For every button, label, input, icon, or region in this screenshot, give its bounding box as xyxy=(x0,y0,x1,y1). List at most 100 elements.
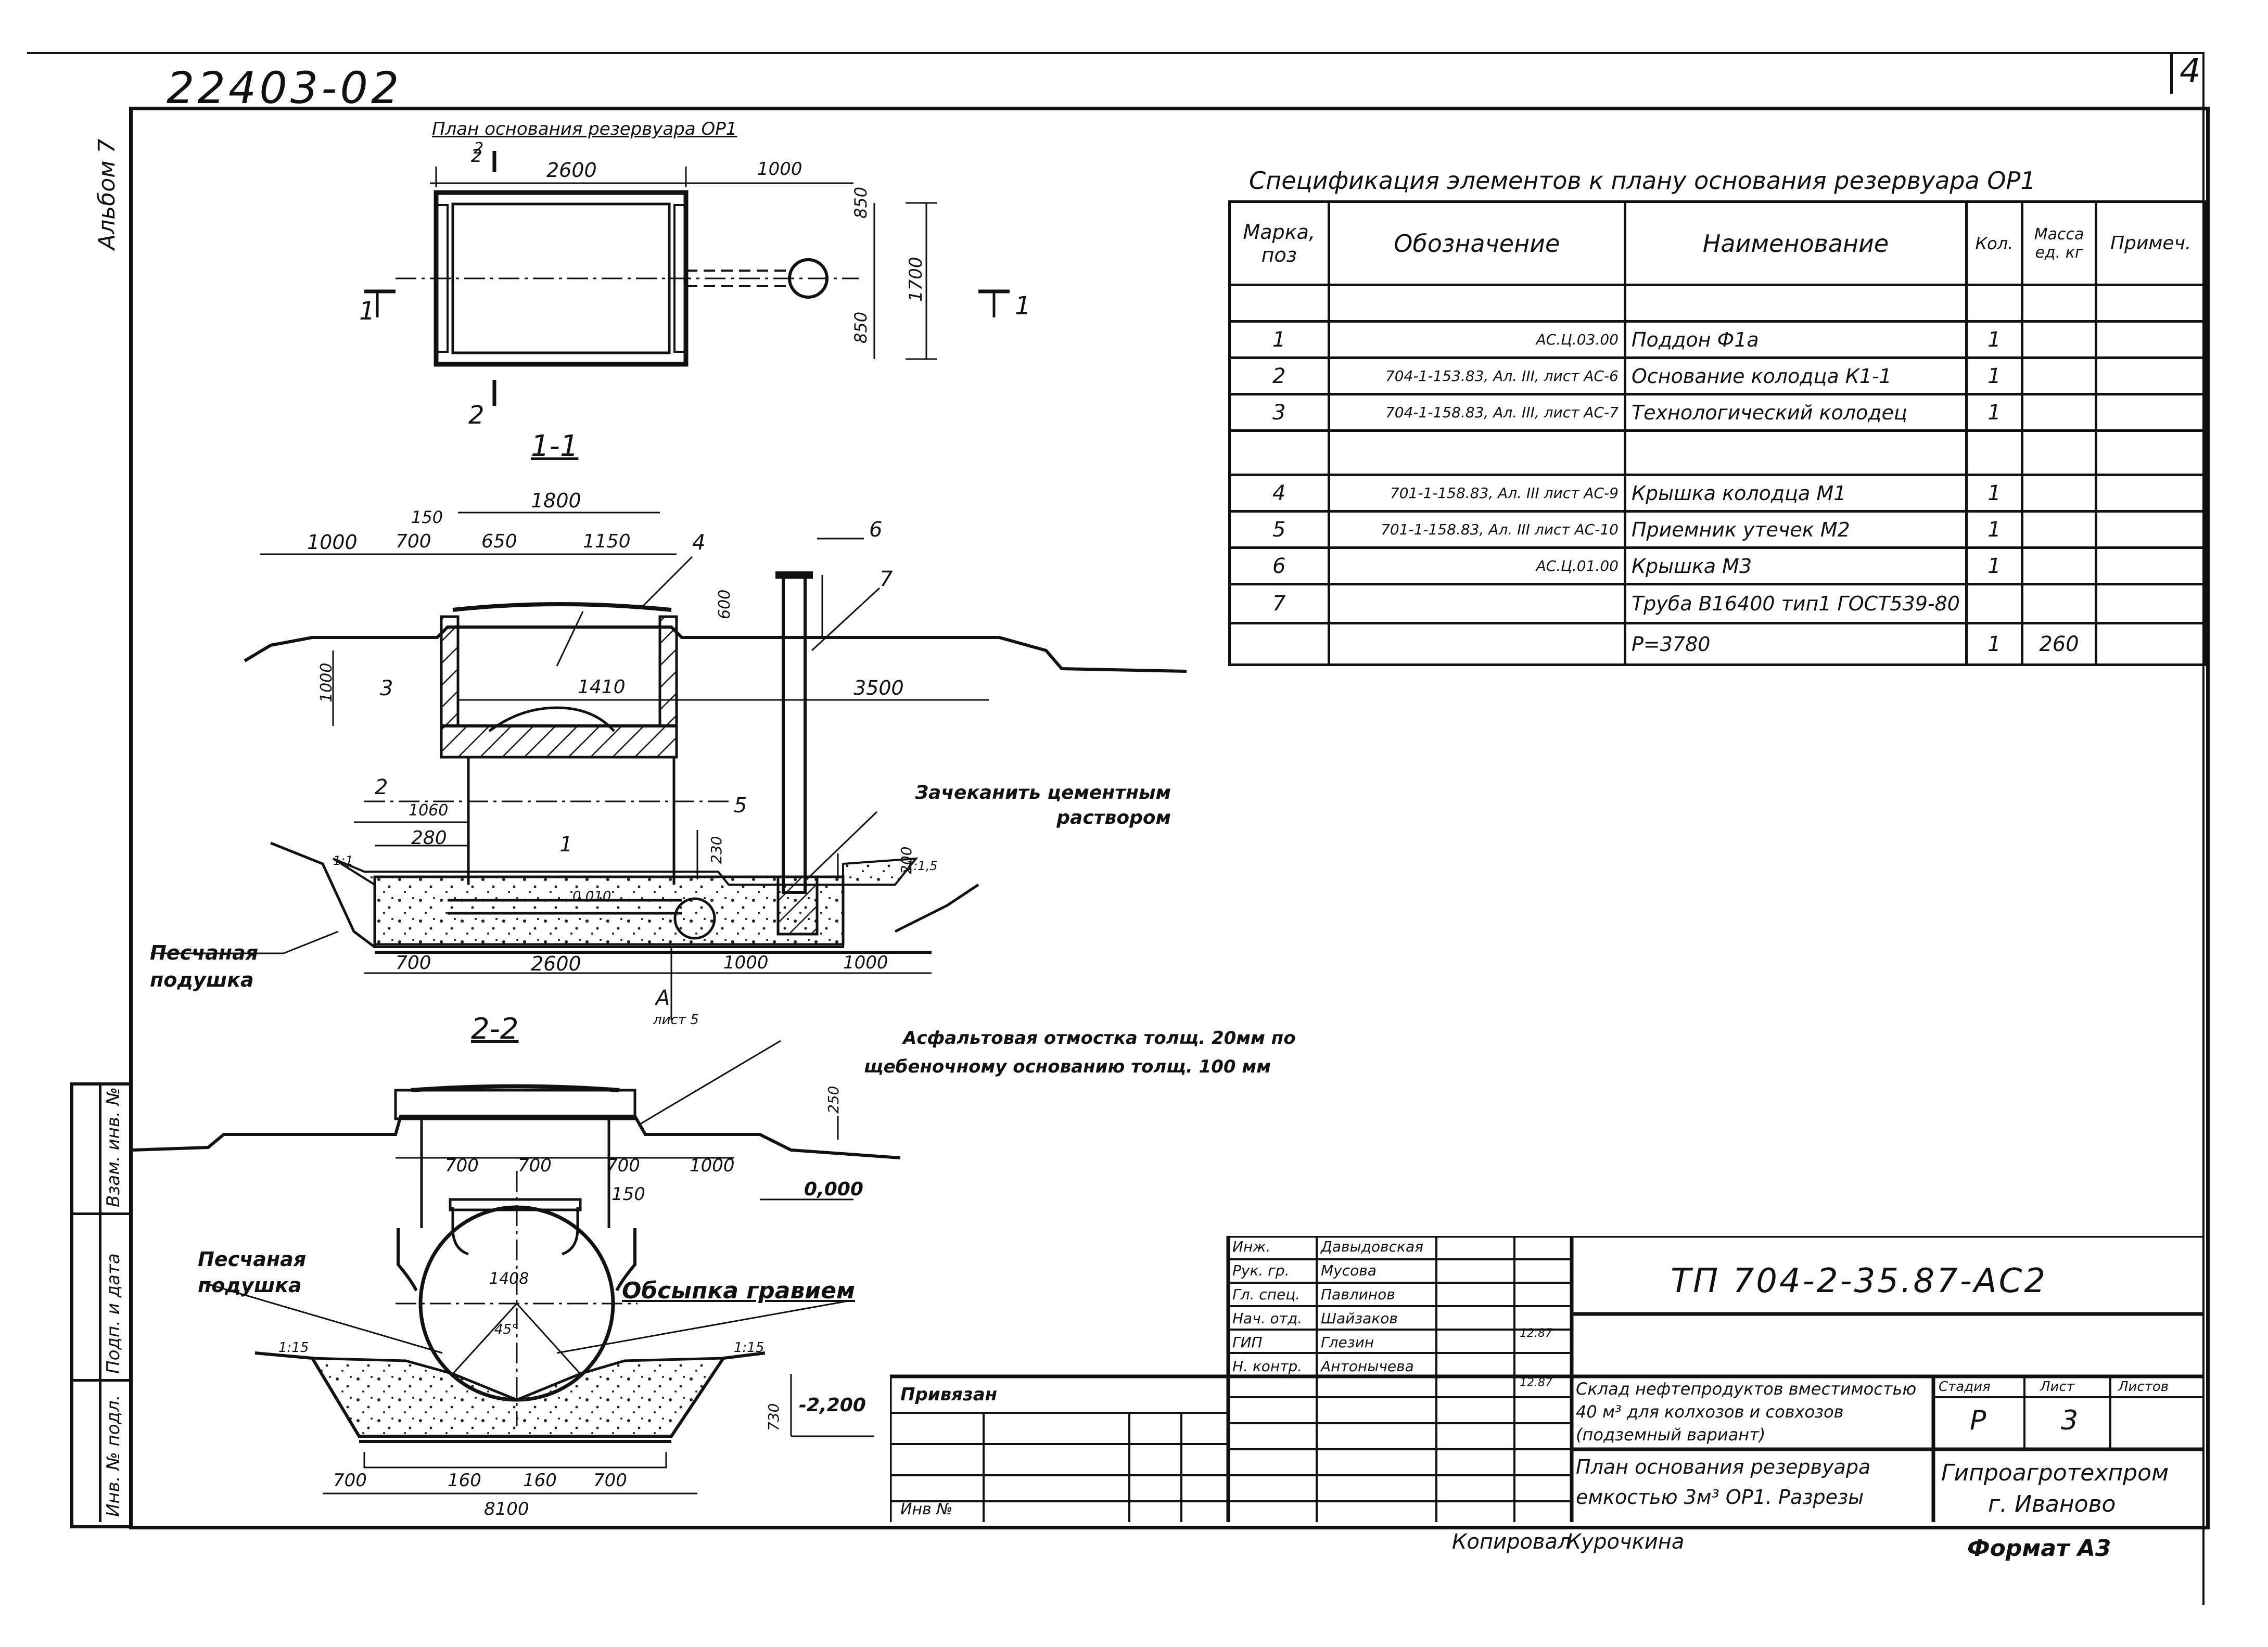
stamp-role: Гл. спец. xyxy=(1232,1286,1301,1303)
section-1-1 xyxy=(151,512,1187,1020)
spec-cell-mass: 260 xyxy=(2020,622,2098,666)
spec-cell-mass xyxy=(2020,510,2098,549)
spec-cell-mass xyxy=(2020,284,2098,323)
plan-dim-mark-2: 2 xyxy=(471,146,482,167)
plan-dim-850-top: 850 xyxy=(851,186,871,219)
spec-cell-mass xyxy=(2020,429,2098,476)
spec-cell-mark xyxy=(1228,622,1330,666)
s11-callout-6: 6 xyxy=(869,518,883,542)
spec-cell-qty: 1 xyxy=(1965,510,2023,549)
footer-copied: Копировал xyxy=(1452,1530,1571,1554)
spec-header-designation: Обозначение xyxy=(1327,200,1626,286)
spec-header-row: Марка, поз Обозначение Наименование Кол.… xyxy=(1228,200,2207,286)
s22-level-bottom: -2,200 xyxy=(799,1395,866,1416)
plan-dim-850-bottom: 850 xyxy=(851,311,871,343)
spec-table: Марка, поз Обозначение Наименование Кол.… xyxy=(1228,200,2207,666)
footer-copier: Курочкина xyxy=(1566,1530,1685,1554)
spec-cell-name: Поддон Ф1а xyxy=(1623,320,1968,359)
s11-note-sand: Песчаная подушка xyxy=(150,941,259,991)
plan-view xyxy=(364,151,1010,406)
s22-note-sand: Песчаная подушка xyxy=(198,1248,307,1297)
s11-callout-3: 3 xyxy=(380,676,393,700)
spec-cell-designation xyxy=(1327,284,1626,323)
s22-dim-700-d: 700 xyxy=(333,1470,367,1491)
stamp-sheets-label: Листов xyxy=(2118,1379,2169,1395)
spec-cell-name xyxy=(1623,284,1968,323)
spec-cell-mark: 2 xyxy=(1228,356,1330,395)
side-strip-divider-1 xyxy=(99,1082,101,1522)
spec-cell-name: Труба В16400 тип1 ГОСТ539-80 xyxy=(1623,583,1968,624)
spec-cell-designation: 704-1-153.83, Ал. III, лист АС-6 xyxy=(1327,356,1626,395)
spec-cell-note xyxy=(2095,429,2207,476)
s22-note-gravel: Обсыпка гравием xyxy=(622,1278,855,1304)
s22-dim-700-e: 700 xyxy=(593,1470,627,1491)
spec-cell-name: Основание колодца К1-1 xyxy=(1623,356,1968,395)
spec-header-mass: Масса ед. кг xyxy=(2020,200,2098,286)
s11-callout-2: 2 xyxy=(375,775,388,799)
spec-cell-mass xyxy=(2020,320,2098,359)
sheet-top-number: 22403-02 xyxy=(167,62,402,113)
spec-cell-note xyxy=(2095,320,2207,359)
s11-dim-1410: 1410 xyxy=(578,676,626,698)
spec-cell-note xyxy=(2095,622,2207,666)
spec-cell-designation: 701-1-158.83, Ал. III лист АС-10 xyxy=(1327,510,1626,549)
drawing-frame xyxy=(129,107,2210,1529)
spec-cell-name xyxy=(1623,429,1968,476)
s11-slope-right: 1:1,5 xyxy=(906,859,938,873)
stamp-sheet-no: 3 xyxy=(2061,1405,2079,1436)
s11-dim-1000-bottom-a: 1000 xyxy=(723,952,769,973)
plan-section-mark-bottom: 2 xyxy=(468,401,485,430)
plan-title: План основания резервуара ОР1 xyxy=(432,119,737,139)
s22-dim-8100: 8100 xyxy=(484,1499,529,1520)
stamp-role: ГИП xyxy=(1232,1334,1263,1351)
s22-slope-right: 1:15 xyxy=(734,1340,765,1356)
spec-cell-name: Приемник утечек М2 xyxy=(1623,510,1968,549)
spec-cell-note xyxy=(2095,284,2207,323)
plan-dim-1700: 1700 xyxy=(906,257,926,302)
spec-cell-designation: АС.Ц.01.00 xyxy=(1327,546,1626,585)
spec-cell-qty: 1 xyxy=(1965,320,2023,359)
page-corner-box xyxy=(2170,52,2205,94)
outer-frame xyxy=(27,52,2205,1605)
spec-cell-mass xyxy=(2020,356,2098,395)
stamp-person-name: Шайзаков xyxy=(1321,1310,1398,1327)
spec-cell-designation xyxy=(1327,583,1626,624)
s22-note-asphalt-1: Асфальтовая отмостка толщ. 20мм по xyxy=(903,1028,1296,1049)
s11-node-label: А xyxy=(656,986,670,1010)
spec-cell-mass xyxy=(2020,393,2098,432)
spec-cell-note xyxy=(2095,583,2207,624)
s22-level-zero: 0,000 xyxy=(804,1179,863,1200)
spec-header-note: Примеч. xyxy=(2095,200,2207,286)
s11-dim-700: 700 xyxy=(396,531,431,552)
s22-note-asphalt-2: щебеночному основанию толщ. 100 мм xyxy=(864,1056,1271,1077)
spec-cell-name: Р=3780 xyxy=(1623,622,1968,666)
spec-title: Спецификация элементов к плану основания… xyxy=(1249,167,2036,195)
stamp-stage-label: Стадия xyxy=(1939,1379,1991,1395)
footer-format: Формат А3 xyxy=(1967,1535,2111,1562)
s11-dim-230: 230 xyxy=(708,836,725,864)
spec-cell-qty: 1 xyxy=(1965,393,2023,432)
spec-header-name: Наименование xyxy=(1623,200,1968,286)
spec-cell-mark: 5 xyxy=(1228,510,1330,549)
s11-callout-1: 1 xyxy=(559,833,573,857)
stamp-bound-label: Привязан xyxy=(900,1384,998,1405)
spec-cell-mass xyxy=(2020,546,2098,585)
spec-cell-designation: 701-1-158.83, Ал. III лист АС-9 xyxy=(1327,474,1626,513)
s22-dim-160-b: 160 xyxy=(523,1470,557,1491)
side-strip-divider-2 xyxy=(70,1212,129,1215)
spec-cell-qty xyxy=(1965,429,2023,476)
spec-cell-designation: АС.Ц.03.00 xyxy=(1327,320,1626,359)
stamp-role: Инж. xyxy=(1232,1238,1271,1255)
spec-cell-mass xyxy=(2020,474,2098,513)
s11-node-sheet: лист 5 xyxy=(653,1012,699,1028)
s11-dim-1000-bottom-b: 1000 xyxy=(843,952,888,973)
stamp-person-name: Павлинов xyxy=(1321,1286,1395,1303)
s11-dim-150: 150 xyxy=(411,507,443,527)
